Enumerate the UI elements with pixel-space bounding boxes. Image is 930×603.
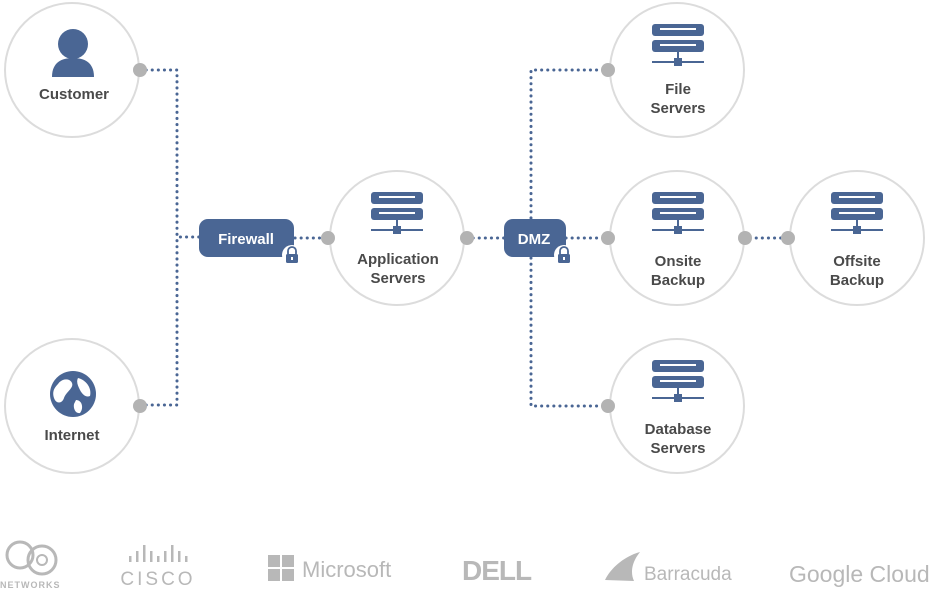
barracuda-logo: Barracuda — [605, 552, 732, 585]
internet-label: Internet — [44, 427, 99, 444]
dell-logo: DELL — [462, 555, 533, 586]
file-servers-label-line2: Servers — [650, 100, 705, 117]
node-file-servers: File Servers — [609, 2, 745, 138]
google-cloud-logo: Google Cloud — [789, 561, 930, 587]
barracuda-label: Barracuda — [644, 564, 732, 585]
link-dmz-fileservers — [529, 68, 610, 220]
google-cloud-label: Google Cloud — [789, 561, 930, 587]
microsoft-logo: Microsoft — [268, 555, 391, 582]
node-onsite-backup: Onsite Backup — [609, 170, 745, 306]
customer-label: Customer — [39, 86, 109, 103]
app-servers-label-line1: Application — [357, 251, 439, 268]
globe-icon — [50, 371, 96, 417]
app-servers-label-line2: Servers — [370, 270, 425, 287]
partner-logos: NETWORKS CISCO Microsoft DELL Barr — [0, 540, 930, 590]
user-icon — [52, 29, 94, 77]
link-internet-firewall — [138, 235, 179, 407]
file-servers-label-line1: File — [665, 81, 691, 98]
node-customer: Customer — [4, 2, 140, 138]
firewall-label: Firewall — [218, 231, 274, 248]
connector-dots — [133, 63, 795, 413]
offsite-label-line1: Offsite — [833, 253, 881, 270]
offsite-label-line2: Backup — [830, 272, 884, 289]
dmz-label: DMZ — [518, 231, 551, 248]
dell-label: DELL — [462, 555, 532, 586]
link-customer-firewall — [138, 68, 202, 239]
node-database-servers: Database Servers — [609, 338, 745, 474]
onsite-label-line1: Onsite — [655, 253, 702, 270]
onsite-label-line2: Backup — [651, 272, 705, 289]
q9-networks-logo: NETWORKS — [0, 540, 61, 590]
node-application-servers: Application Servers — [329, 170, 465, 306]
q9-sub-label: NETWORKS — [0, 580, 61, 590]
database-label-line1: Database — [645, 421, 712, 438]
node-offsite-backup: Offsite Backup — [789, 170, 925, 306]
gateway-firewall: Firewall — [199, 219, 302, 265]
cisco-logo: CISCO — [120, 545, 195, 590]
link-dmz-database — [529, 256, 610, 408]
node-internet: Internet — [4, 338, 140, 474]
microsoft-label: Microsoft — [302, 557, 391, 582]
gateway-dmz: DMZ — [504, 219, 574, 265]
cisco-label: CISCO — [120, 569, 195, 590]
database-label-line2: Servers — [650, 440, 705, 457]
